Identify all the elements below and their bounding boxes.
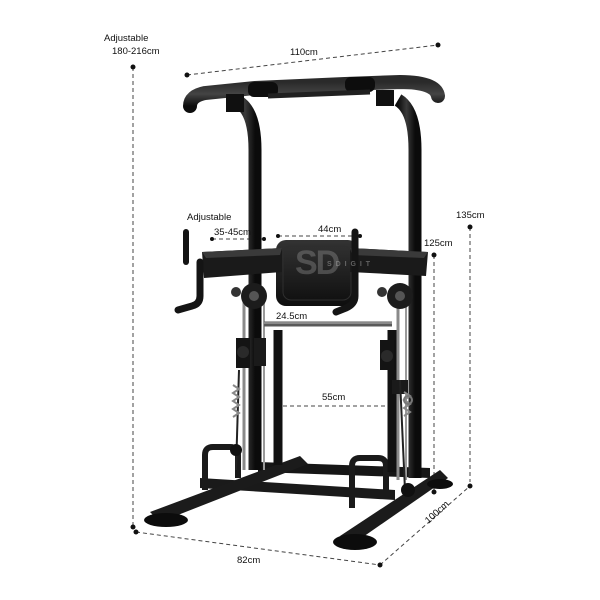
cable-mechanism xyxy=(230,338,415,497)
inner-width-label: 55cm xyxy=(322,392,346,403)
base-width-label: 82cm xyxy=(237,555,261,566)
overall-height-label: 135cm xyxy=(456,210,485,221)
grip-left xyxy=(174,258,204,314)
base-width-dimension-line xyxy=(135,531,381,566)
dimension-dots xyxy=(130,42,473,568)
height-range-label: 180-216cm xyxy=(112,46,160,57)
foot-pad-right xyxy=(427,479,453,489)
arm-height-label: 125cm xyxy=(424,238,453,249)
watermark-text: S D I G I T xyxy=(327,261,372,268)
top-width-label: 110cm xyxy=(290,47,318,58)
grip-right xyxy=(332,228,359,316)
base-frame xyxy=(144,444,453,550)
foot-pad-left xyxy=(144,513,188,527)
arm-range-label: 35-45cm xyxy=(214,227,251,238)
arm-adjustable-label: Adjustable xyxy=(187,212,232,223)
pushup-handle-right xyxy=(349,455,389,508)
pad-thickness-label: 24.5cm xyxy=(276,311,308,322)
pullup-bar xyxy=(183,74,445,113)
watermark-logo: SD xyxy=(295,244,340,282)
foot-pad-front xyxy=(333,534,377,550)
back-width-label: 44cm xyxy=(318,224,342,235)
back-pad xyxy=(276,240,358,306)
seat-assembly xyxy=(174,228,428,327)
base-depth-dimension-line xyxy=(379,485,471,566)
dimension-lines xyxy=(132,44,471,566)
top-width-dimension-line xyxy=(186,44,439,76)
height-adjustable-label: Adjustable xyxy=(104,33,149,44)
